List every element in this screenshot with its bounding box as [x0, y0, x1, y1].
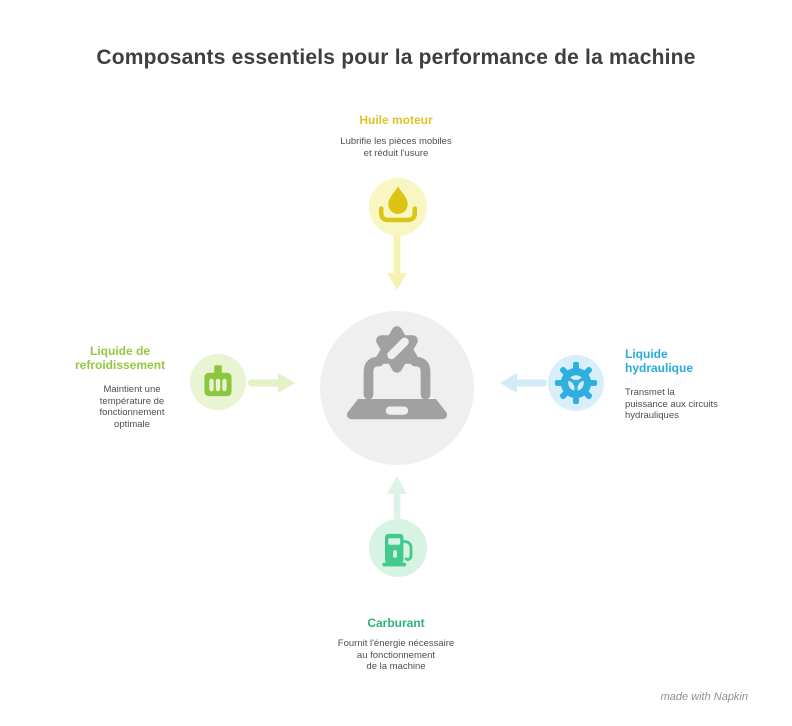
description-line: optimale — [114, 418, 150, 430]
engine-oil-icon-circle — [369, 178, 427, 236]
laptop-gear-icon — [347, 326, 447, 420]
arrow-right-icon — [248, 373, 295, 393]
coolant-description: Maintient une température de fonctionnem… — [68, 384, 196, 430]
label-line: refroidissement — [74, 358, 166, 372]
description-line: fonctionnement — [99, 407, 165, 418]
description-line: température de — [99, 395, 165, 407]
label-line: Liquide — [625, 347, 668, 361]
diagram-title: Composants essentiels pour la performanc… — [96, 46, 696, 69]
description-line: au fonctionnement — [356, 649, 436, 661]
label-line: Liquide de — [90, 344, 150, 358]
description-line: Lubrifie les pièces mobiles — [340, 136, 452, 147]
label-line: hydraulique — [625, 361, 694, 375]
oil-drop-icon — [378, 186, 418, 223]
arrow-up-icon — [387, 476, 407, 520]
description-line: puissance aux circuits — [625, 398, 718, 410]
arrow-down-icon — [387, 233, 407, 290]
hydraulic-gear-icon — [554, 361, 598, 405]
hydraulic-description: Transmet la puissance aux circuits hydra… — [625, 387, 765, 422]
engine-oil-description: Lubrifie les pièces mobiles et réduit l'… — [0, 136, 792, 159]
arrow-left-icon — [500, 373, 547, 393]
fuel-icon-circle — [369, 519, 427, 577]
description-line: Fournit l'énergie nécessaire — [337, 638, 455, 649]
engine-oil-label: Huile moteur — [359, 113, 433, 127]
fuel-description: Fournit l'énergie nécessaire au fonction… — [0, 638, 792, 673]
coolant-label: Liquide de refroidissement — [56, 344, 184, 372]
watermark: made with Napkin — [660, 691, 748, 703]
description-line: Transmet la — [625, 387, 675, 398]
description-line: et réduit l'usure — [363, 147, 429, 159]
fuel-pump-icon — [382, 533, 413, 567]
description-line: hydrauliques — [625, 410, 679, 421]
coolant-icon-circle — [190, 354, 246, 410]
fuel-label: Carburant — [367, 616, 425, 630]
hydraulic-icon-circle — [548, 355, 604, 411]
hydraulic-label: Liquide hydraulique — [625, 347, 765, 375]
description-line: de la machine — [366, 661, 426, 672]
description-line: Maintient une — [103, 384, 161, 395]
coolant-radiator-icon — [204, 365, 232, 397]
